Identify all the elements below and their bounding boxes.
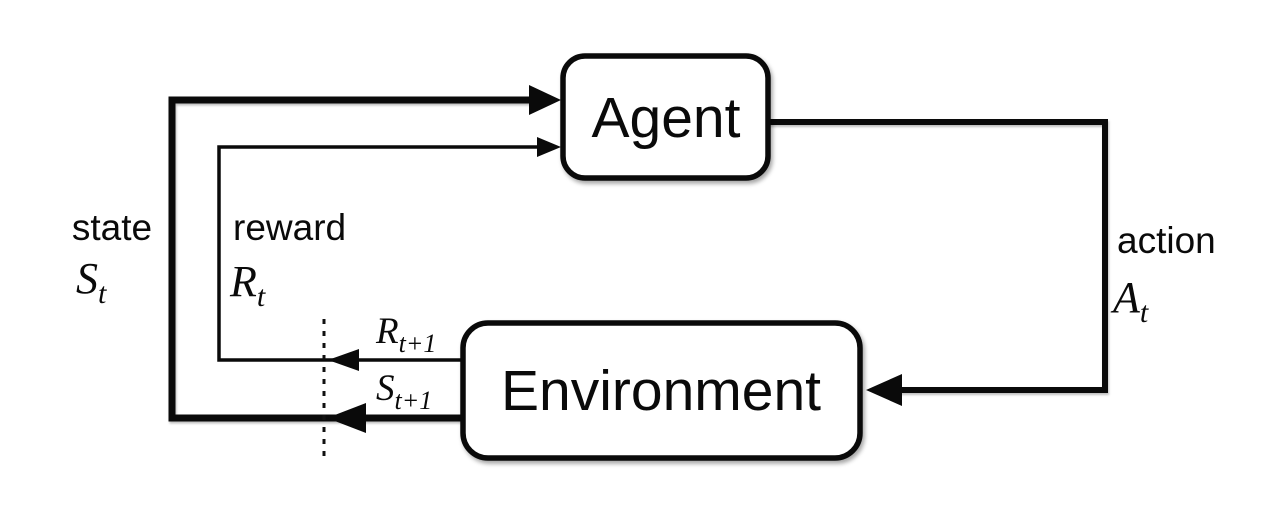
state-symbol-main: S <box>76 254 98 303</box>
reward-symbol: Rt <box>229 257 266 313</box>
next-state-symbol-main: S <box>376 368 395 409</box>
reward-into-agent-arrowhead <box>537 137 561 157</box>
reward-symbol-main: R <box>229 257 257 306</box>
environment-label: Environment <box>501 359 821 423</box>
action-symbol-subscript: t <box>1140 296 1149 329</box>
action-symbol-main: A <box>1110 273 1141 322</box>
action-symbol: At <box>1110 273 1149 329</box>
state-into-agent-arrowhead <box>529 85 561 115</box>
next-state-symbol-subscript: t+1 <box>395 386 433 415</box>
action-word-label: action <box>1117 220 1216 261</box>
state-loop-wire <box>168 96 533 422</box>
agent-box <box>560 53 771 181</box>
state-symbol-subscript: t <box>98 277 107 310</box>
agent-label: Agent <box>592 86 741 150</box>
reward-symbol-subscript: t <box>257 280 266 313</box>
next-reward-symbol-main: R <box>375 311 399 352</box>
state-symbol: St <box>76 254 107 310</box>
action-into-environment-arrowhead <box>866 374 902 406</box>
next-state-arrowhead <box>327 403 366 433</box>
action-wire <box>769 119 1108 393</box>
next-reward-arrowhead <box>328 349 359 371</box>
reward-word-label: reward <box>233 207 346 248</box>
next-state-symbol: St+1 <box>376 368 432 415</box>
state-word-label: state <box>72 207 152 248</box>
environment-box <box>460 320 863 461</box>
next-reward-symbol-subscript: t+1 <box>399 329 437 358</box>
next-reward-symbol: Rt+1 <box>375 311 436 358</box>
